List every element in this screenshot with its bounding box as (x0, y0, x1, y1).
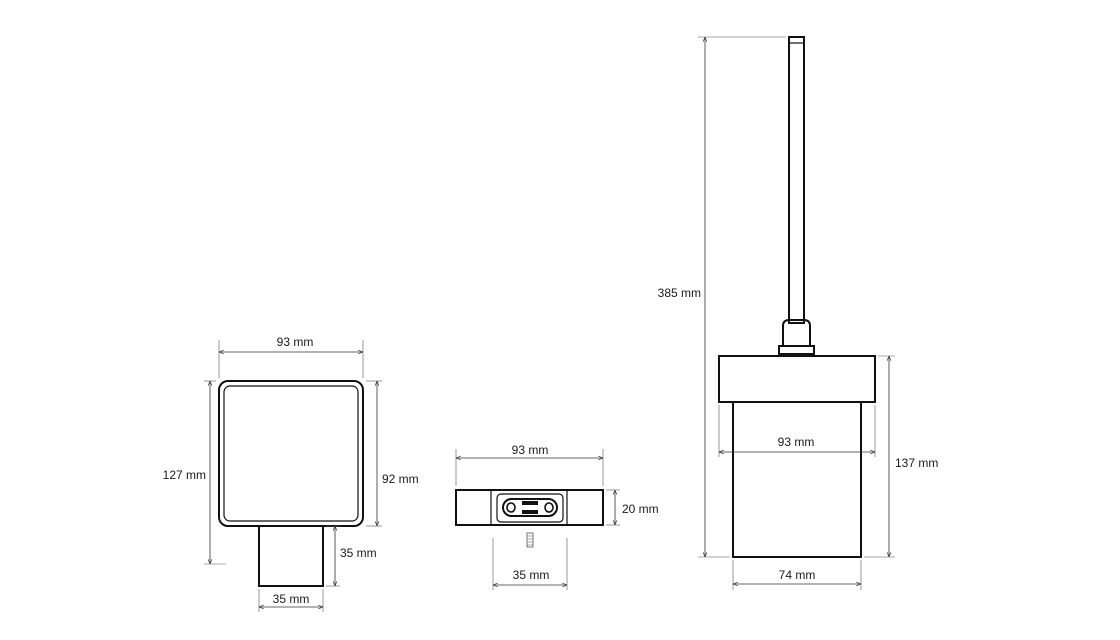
side-view-mount (258, 525, 324, 587)
container-body (732, 401, 862, 558)
screw-icon (526, 532, 534, 548)
bracket-slot-tab-bottom (522, 510, 538, 514)
bracket-screw-hole-right (544, 502, 554, 513)
side-view-body (218, 380, 364, 527)
front-view: 385 mm 93 mm 137 mm 74 mm (658, 36, 938, 590)
container-lid (718, 355, 876, 403)
dimension-side-mount-width: 35 mm (273, 592, 310, 606)
dimension-side-total-height: 127 mm (163, 468, 206, 482)
dimension-front-container-height: 137 mm (895, 456, 938, 470)
dimension-bracket-screw-spacing: 35 mm (513, 568, 550, 582)
dimension-side-body-height: 92 mm (382, 472, 419, 486)
dimension-bracket-width: 93 mm (512, 443, 549, 457)
brush-handle (788, 36, 805, 324)
dimension-side-width: 93 mm (277, 335, 314, 349)
dimension-side-mount-height: 35 mm (340, 546, 377, 560)
bracket-slot-tab-top (522, 501, 538, 505)
brush-collar (782, 319, 811, 346)
dimension-front-total-height: 385 mm (658, 286, 701, 300)
bracket-screw-hole-left (506, 502, 516, 513)
bracket-view: 93 mm 20 mm 35 mm (455, 443, 659, 590)
bracket-body (455, 489, 604, 526)
side-view-inner-edge (223, 385, 359, 522)
dimension-front-lid-width: 93 mm (778, 435, 815, 449)
bracket-plate (496, 493, 564, 523)
brush-collar-ring (778, 345, 815, 355)
side-view: 93 mm 127 mm 92 mm 35 mm 35 mm (163, 335, 419, 612)
dimension-front-base-width: 74 mm (779, 568, 816, 582)
bracket-slot-outline (502, 498, 558, 517)
dimension-bracket-height: 20 mm (622, 502, 659, 516)
